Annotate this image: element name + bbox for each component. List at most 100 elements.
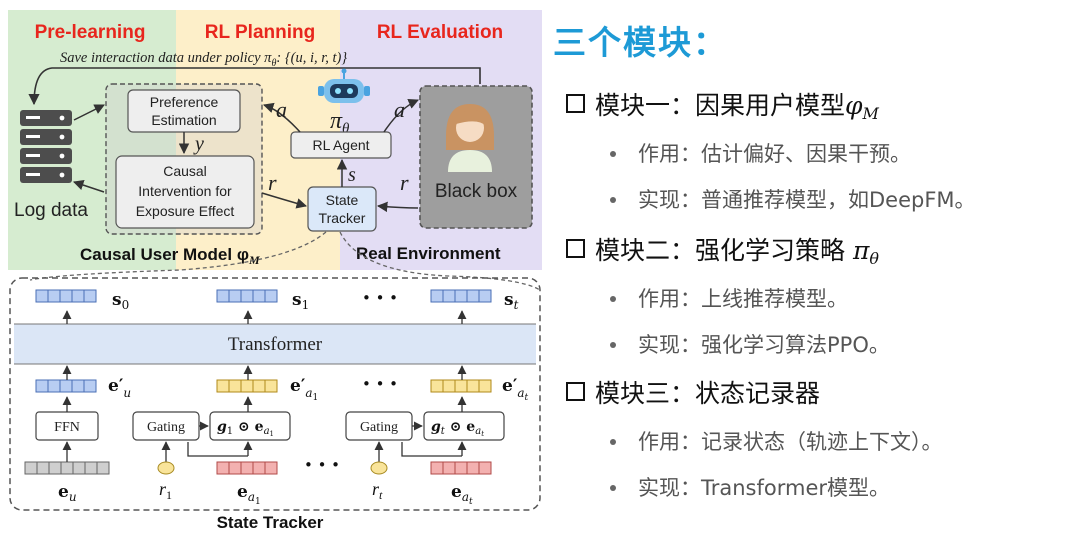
embedding-cell [454,289,468,303]
gt-odot-label: gt ⊙ eat [431,419,484,438]
rl-evaluation-title: RL Evaluation [377,22,503,43]
embedding-cell [240,379,254,393]
causal-label-2: Intervention for [138,183,232,199]
db-to-model-arrow-bottom [73,180,105,193]
r1-label: r1 [159,479,172,502]
save-interaction-text: Save interaction data under policy πθ: {… [60,50,347,69]
rl-agent-label: RL Agent [312,137,369,153]
embedding-cell [216,379,230,393]
s-label: s [348,164,356,186]
pre-learning-title: Pre-learning [35,22,146,43]
rl-planning-title: RL Planning [205,22,315,43]
s0-label: s0 [112,290,129,312]
embedding-cell [430,289,444,303]
embedding-cell [216,461,230,475]
checkbox-square-icon [566,94,585,113]
gt-odot-box [423,411,505,441]
embedding-cell [442,461,456,475]
preference-label-2: Estimation [151,112,216,128]
embedding-cell [35,379,49,393]
embedding-cell [252,461,266,475]
embedding-cell [430,379,444,393]
ea1-cells [216,461,278,475]
state-s1-cells [216,289,278,303]
embedding-cell [252,379,266,393]
causal-label-3: Exposure Effect [136,203,235,219]
embedding-cell [71,379,85,393]
module-3-bullet-2: 实现：Transformer模型。 [610,472,890,502]
state-tracker-label-2: Tracker [319,210,366,226]
embedding-cell [60,461,74,475]
model-to-state-arrow [261,192,308,209]
module-1-bullet-2: 实现：普通推荐模型，如DeepFM。 [610,184,976,214]
embedding-cells [24,289,492,475]
eu-prime-label: e′u [108,376,131,400]
eu-prime-cells [35,379,97,393]
state-st-cells [430,289,492,303]
ffn-label: FFN [54,420,80,435]
causal-label-1: Causal [163,163,207,179]
embedding-cell [228,289,242,303]
embedding-cell [59,289,73,303]
state-s0-cells [35,289,97,303]
embedding-cell [264,461,278,475]
embedding-cell [228,461,242,475]
embedding-cell [430,461,444,475]
state-tracker-label-1: State [326,192,359,208]
modules-title: 三个模块： [553,23,728,62]
embedding-cell [478,289,492,303]
embedding-cell [252,289,266,303]
embedding-cell [72,461,86,475]
embedding-cell [59,379,73,393]
st-label: st [504,290,519,312]
zoom-line-left [29,231,327,281]
log-data-label: Log data [14,200,88,221]
eat-cells [430,461,492,475]
black-box-label: Black box [435,181,518,202]
embedding-cell [216,289,230,303]
rt-label: rt [372,479,383,502]
dots-top: • • • [362,289,398,307]
module-1-heading: 模块一：因果用户模型φM [566,86,879,123]
embedding-cell [442,379,456,393]
feedback-arrow [28,67,481,106]
embedding-cell [83,289,97,303]
r-right-label: r [400,170,409,195]
embedding-cell [466,289,480,303]
module-2-bullet-1: 作用：上线推荐模型。 [610,283,848,313]
module-2-heading: 模块二：强化学习策略 πθ [566,231,879,268]
embedding-cell [96,461,110,475]
eu-cells [24,461,110,475]
embedding-cell [48,461,62,475]
ea1-prime-label: e′a1 [290,376,318,403]
g1-odot-label: g1 ⊙ ea1 [217,419,274,438]
embedding-cell [36,461,50,475]
embedding-cell [264,379,278,393]
transformer-band [14,324,536,364]
embedding-cell [240,289,254,303]
r-left-label: r [268,170,277,195]
user-avatar-icon [446,104,494,172]
gating-label-t: Gating [360,420,398,435]
db-to-model-arrow-top [73,104,105,121]
eat-label: eat [451,482,473,507]
eu-label: eu [58,482,77,504]
r1-token [157,461,175,475]
embedding-cell [84,461,98,475]
embedding-cell [264,289,278,303]
embedding-cell [228,379,242,393]
embedding-cell [478,379,492,393]
rl-agent-box [290,131,392,159]
dots-middle: • • • [362,375,398,393]
lower-arrows [62,310,467,462]
real-environment-label: Real Environment [356,244,501,263]
embedding-cell [47,379,61,393]
y-label: y [193,133,204,155]
embedding-cell [47,289,61,303]
eat-prime-cells [430,379,492,393]
a-right-label: a [394,97,405,122]
state-tracker-detail-box [9,277,541,511]
module-2-bullet-2: 实现：强化学习算法PPO。 [610,329,890,359]
embedding-cell [442,289,456,303]
module-1-bullet-1: 作用：估计偏好、因果干预。 [610,138,911,168]
